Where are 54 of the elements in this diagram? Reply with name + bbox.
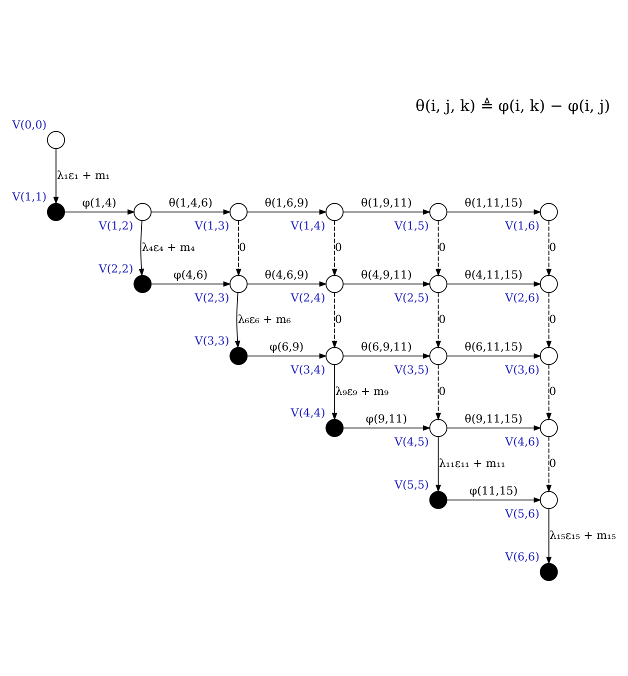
node-label: V(1,2) (98, 219, 134, 232)
edge-label: θ(4,9,11) (361, 268, 412, 282)
edge-label: φ(6,9) (269, 340, 304, 354)
node-label: V(2,6) (505, 291, 540, 304)
edge-label: λ₁₅ε₁₅ + m₁₅ (549, 528, 616, 542)
edge-label: φ(9,11) (366, 412, 408, 426)
node-label: V(2,2) (98, 262, 134, 276)
node-label: V(1,1) (12, 190, 47, 204)
edge-label: λ₆ε₆ + m₆ (238, 312, 291, 326)
node-label: V(2,5) (394, 291, 429, 304)
edge-label: λ₄ε₄ + m₄ (142, 240, 195, 254)
edge-label: λ₉ε₉ + m₉ (335, 384, 389, 398)
edge-label: φ(4,6) (173, 268, 208, 282)
node-label: V(1,5) (394, 219, 429, 232)
node-label: V(4,6) (505, 435, 540, 448)
edge-label: θ(9,11,15) (464, 412, 522, 426)
edge-label: φ(1,4) (82, 196, 116, 210)
edge-label: 0 (438, 240, 446, 254)
edge-label: 0 (549, 240, 556, 254)
node-label: V(4,4) (290, 406, 326, 420)
node-label: V(1,6) (505, 219, 540, 232)
edge-label: λ₁ε₁ + m₁ (56, 168, 110, 182)
edge-label: 0 (334, 240, 342, 254)
node-label: V(0,0) (12, 118, 47, 132)
edge-label: 0 (438, 384, 446, 398)
node-label: V(4,5) (394, 435, 429, 448)
edge-label: θ(1,6,9) (264, 196, 308, 210)
node-label: V(1,4) (290, 219, 326, 232)
edge-label: 0 (438, 312, 446, 326)
edge-label: θ(1,9,11) (361, 196, 412, 210)
node-label: V(6,6) (505, 550, 540, 564)
node-label: V(2,3) (194, 291, 230, 304)
edge-label: 0 (549, 456, 556, 470)
node-label: V(3,5) (394, 363, 429, 376)
node-label: V(1,3) (194, 219, 230, 232)
edge-label: θ(4,11,15) (464, 268, 522, 282)
edge-label: 0 (238, 240, 246, 254)
edge-label: 0 (334, 312, 342, 326)
edge-label: λ₁₁ε₁₁ + m₁₁ (438, 456, 506, 470)
edge-label: 0 (549, 312, 556, 326)
edge-label: θ(6,9,11) (361, 340, 412, 354)
edge-label: θ(1,4,6) (168, 196, 212, 210)
node-label: V(5,6) (505, 507, 540, 520)
edge-label: φ(11,15) (469, 484, 518, 498)
node-label: V(3,3) (194, 334, 230, 348)
diagram-title: θ(i, j, k) ≜ φ(i, k) − φ(i, j) (416, 97, 610, 116)
edge-label: θ(1,11,15) (464, 196, 522, 210)
edge-label: 0 (549, 384, 556, 398)
edge-label: θ(4,6,9) (264, 268, 308, 282)
node-label: V(5,5) (394, 478, 429, 492)
node-label: V(2,4) (290, 291, 326, 304)
node-label: V(3,4) (290, 363, 326, 376)
node-label: V(3,6) (505, 363, 540, 376)
edge-label: θ(6,11,15) (464, 340, 522, 354)
